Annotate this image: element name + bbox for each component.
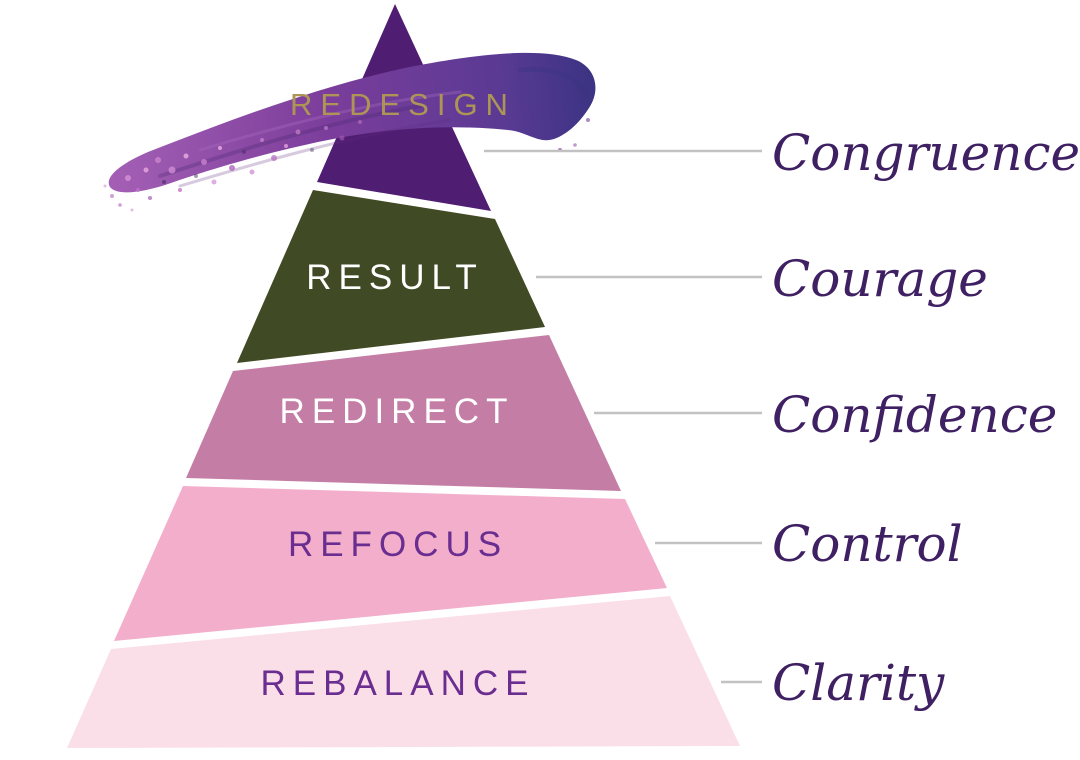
- connector-lines: [484, 149, 762, 684]
- tier-label-result: RESULT: [306, 258, 484, 297]
- brush-stroke: [103, 52, 596, 212]
- pyramid-tiers: [67, 4, 740, 748]
- tier-label-refocus: REFOCUS: [288, 525, 508, 564]
- tier-shape-refocus: [114, 486, 667, 641]
- annotation-congruence: Congruence: [772, 124, 1080, 182]
- annotation-confidence: Confidence: [772, 386, 1057, 444]
- tier-shape-result: [237, 190, 545, 363]
- tier-labels: REDESIGN RESULT REDIRECT REFOCUS REBALAN…: [260, 87, 535, 703]
- annotation-clarity: Clarity: [772, 654, 945, 712]
- brush-stroke-body: [108, 52, 596, 193]
- tier-label-redirect: REDIRECT: [280, 392, 515, 431]
- annotation-labels: Congruence Courage Confidence Control Cl…: [772, 124, 1080, 712]
- tier-shape-rebalance: [67, 596, 740, 748]
- tier-shape-redirect: [186, 335, 621, 491]
- brush-stroke-streaks: [158, 66, 588, 188]
- tier-label-redesign: REDESIGN: [290, 87, 516, 122]
- annotation-courage: Courage: [772, 250, 988, 308]
- tier-label-rebalance: REBALANCE: [260, 664, 535, 703]
- annotation-control: Control: [772, 515, 963, 573]
